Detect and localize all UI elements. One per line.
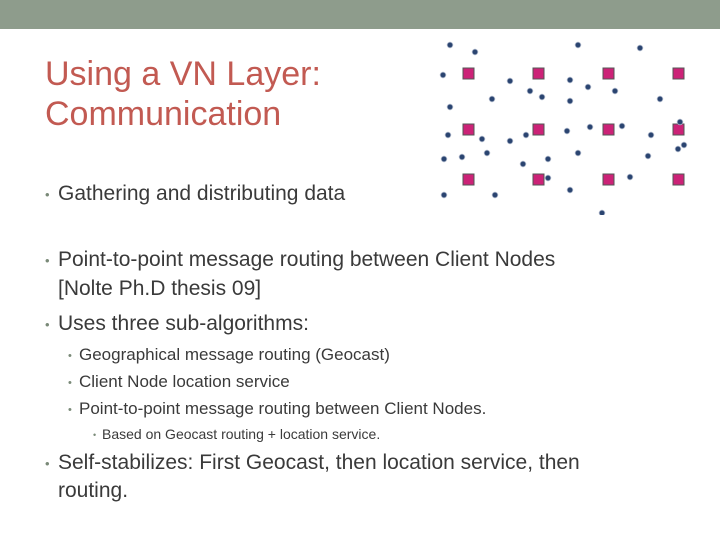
client-node-dot [647, 131, 655, 139]
bullet-marker: • [45, 187, 50, 202]
bullet-marker: • [45, 253, 50, 268]
virtual-node-square [462, 123, 475, 136]
bullet-text: Geographical message routing (Geocast) [79, 345, 390, 364]
vn-network-diagram [439, 41, 688, 215]
client-node-dot [488, 95, 496, 103]
client-node-dot [458, 153, 466, 161]
client-node-dot [676, 118, 684, 126]
client-node-dot [506, 77, 514, 85]
client-node-dot [491, 191, 499, 199]
client-node-dot [674, 145, 682, 153]
client-node-dot [626, 173, 634, 181]
title-line-2: Communication [45, 95, 282, 133]
bullet-text: Gathering and distributing data [58, 182, 346, 205]
bullet-marker: • [45, 456, 50, 471]
citation-text: [Nolte Ph.D thesis 09] [58, 277, 262, 300]
client-node-dot [440, 191, 448, 199]
client-node-dot [586, 123, 594, 131]
bullet-text: Uses three sub-algorithms: [58, 312, 309, 335]
sub-bullet-location-service: • Client Node location service [68, 371, 290, 393]
virtual-node-square [532, 123, 545, 136]
bullet-marker: • [68, 350, 72, 362]
bullet-marker: • [93, 430, 97, 440]
client-node-dot [566, 97, 574, 105]
virtual-node-square [532, 173, 545, 186]
bullet-text: Self-stabilizes: First Geocast, then loc… [58, 451, 580, 474]
client-node-dot [574, 41, 582, 49]
bullet-marker: • [45, 317, 50, 332]
virtual-node-square [602, 123, 615, 136]
client-node-dot [618, 122, 626, 130]
bullet-self-stabilizes: • Self-stabilizes: First Geocast, then l… [45, 450, 580, 476]
virtual-node-square [602, 173, 615, 186]
client-node-dot [584, 83, 592, 91]
client-node-dot [446, 103, 454, 111]
sub-bullet-p2p-routing: • Point-to-point message routing between… [68, 398, 487, 420]
client-node-dot [526, 87, 534, 95]
bullet-citation: [Nolte Ph.D thesis 09] [58, 276, 261, 302]
client-node-dot [471, 48, 479, 56]
client-node-dot [636, 44, 644, 52]
client-node-dot [574, 149, 582, 157]
client-node-dot [444, 131, 452, 139]
client-node-dot [598, 209, 606, 215]
bullet-sub-algorithms: • Uses three sub-algorithms: [45, 311, 309, 337]
top-bar [0, 0, 720, 29]
virtual-node-square [462, 67, 475, 80]
bullet-text: Based on Geocast routing + location serv… [102, 426, 381, 442]
bullet-self-stabilizes-cont: routing. [58, 478, 128, 504]
bullet-text: Point-to-point message routing between C… [58, 248, 556, 271]
client-node-dot [644, 152, 652, 160]
bullet-marker: • [68, 404, 72, 416]
client-node-dot [446, 41, 454, 49]
client-node-dot [566, 76, 574, 84]
client-node-dot [483, 149, 491, 157]
bullet-text: Client Node location service [79, 372, 290, 391]
bullet-marker: • [68, 377, 72, 389]
virtual-node-square [602, 67, 615, 80]
title-line-1: Using a VN Layer: [45, 55, 321, 93]
client-node-dot [538, 93, 546, 101]
client-node-dot [566, 186, 574, 194]
client-node-dot [519, 160, 527, 168]
client-node-dot [680, 141, 688, 149]
client-node-dot [563, 127, 571, 135]
client-node-dot [439, 71, 447, 79]
bullet-text-cont: routing. [58, 479, 129, 502]
client-node-dot [440, 155, 448, 163]
slide-title: Using a VN Layer: Communication [45, 54, 425, 134]
virtual-node-square [672, 173, 685, 186]
client-node-dot [544, 155, 552, 163]
client-node-dot [522, 131, 530, 139]
sub-bullet-geocast: • Geographical message routing (Geocast) [68, 344, 390, 366]
client-node-dot [478, 135, 486, 143]
client-node-dot [544, 174, 552, 182]
sub-sub-bullet-based-on: • Based on Geocast routing + location se… [93, 425, 381, 443]
bullet-text: Point-to-point message routing between C… [79, 399, 487, 418]
bullet-gathering: • Gathering and distributing data [45, 181, 346, 207]
virtual-node-square [532, 67, 545, 80]
virtual-node-square [672, 67, 685, 80]
client-node-dot [611, 87, 619, 95]
bullet-point-to-point: • Point-to-point message routing between… [45, 247, 556, 273]
client-node-dot [506, 137, 514, 145]
virtual-node-square [462, 173, 475, 186]
client-node-dot [656, 95, 664, 103]
